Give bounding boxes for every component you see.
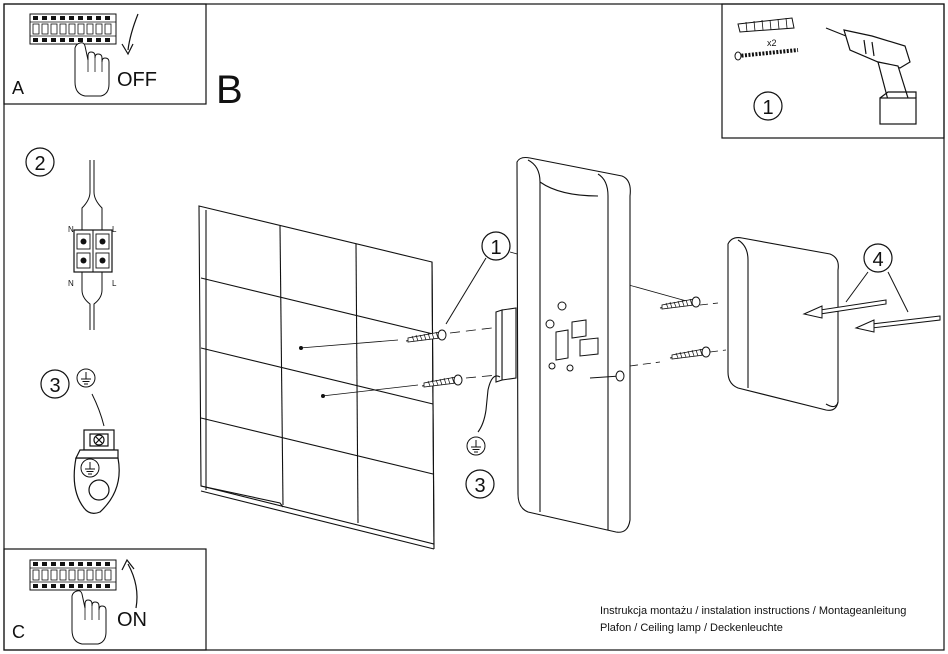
step-3-label-left: 3 xyxy=(49,375,60,397)
circuit-breaker-icon xyxy=(29,13,117,45)
panel-a-caption: OFF xyxy=(117,69,157,91)
step-3-ground: 3 xyxy=(40,368,120,514)
screw-icon xyxy=(421,374,463,388)
step-1-label-tools: 1 xyxy=(762,97,773,119)
step-2-wiring: 2 N L N L xyxy=(25,147,117,330)
step-3-label-center: 3 xyxy=(474,475,485,497)
step-2-label: 2 xyxy=(34,153,45,175)
wall-plug-icon xyxy=(737,17,795,33)
step-4-label: 4 xyxy=(872,249,883,271)
screw-icon xyxy=(659,296,701,310)
terminal-block-icon xyxy=(73,229,113,273)
panel-c-caption: ON xyxy=(117,609,147,631)
screw-icon xyxy=(669,346,711,360)
panel-a-letter: A xyxy=(12,78,24,98)
hand-icon xyxy=(74,42,110,97)
step-3-marker-center xyxy=(465,469,495,499)
wire-label-live-bottom: L xyxy=(112,279,117,288)
quantity-label: x2 xyxy=(767,38,777,48)
ceiling-tiles xyxy=(198,205,435,550)
wire-label-neutral-bottom: N xyxy=(68,279,74,288)
wire-label-live-top: L xyxy=(112,225,117,234)
arrow-down-icon xyxy=(127,13,139,51)
arrow-up-icon xyxy=(127,563,138,609)
circuit-breaker-icon xyxy=(29,559,117,591)
hand-icon xyxy=(71,590,107,645)
panel-c: C ON xyxy=(3,548,207,651)
panel-b-letter: B xyxy=(216,68,243,112)
wire-label-neutral-top: N xyxy=(68,225,74,234)
step-1-label-main: 1 xyxy=(490,237,501,259)
page-border xyxy=(3,3,945,651)
step-1-marker-main xyxy=(481,231,511,261)
drill-icon xyxy=(825,27,917,125)
insert-arrow-icon xyxy=(802,299,941,333)
panel-tools: x2 1 xyxy=(721,3,945,139)
lamp-shade xyxy=(727,237,839,411)
mounting-bracket xyxy=(477,307,517,433)
panel-c-letter: C xyxy=(12,622,25,642)
earth-ground-icon-small xyxy=(80,458,100,478)
step-4-marker xyxy=(863,243,893,273)
earth-ground-icon xyxy=(466,436,486,456)
panel-a: A OFF xyxy=(3,3,207,105)
footer-line-1: Instrukcja montażu / instalation instruc… xyxy=(600,605,907,617)
screw-icon xyxy=(734,48,799,61)
step-1-marker-tools xyxy=(753,91,783,121)
footer: Instrukcja montażu / instalation instruc… xyxy=(600,603,906,637)
lamp-base xyxy=(516,156,631,533)
earth-ground-icon xyxy=(76,368,96,388)
base-fittings xyxy=(545,301,625,382)
wall-anchors xyxy=(299,326,501,398)
footer-line-2: Plafon / Ceiling lamp / Deckenleuchte xyxy=(600,622,783,634)
